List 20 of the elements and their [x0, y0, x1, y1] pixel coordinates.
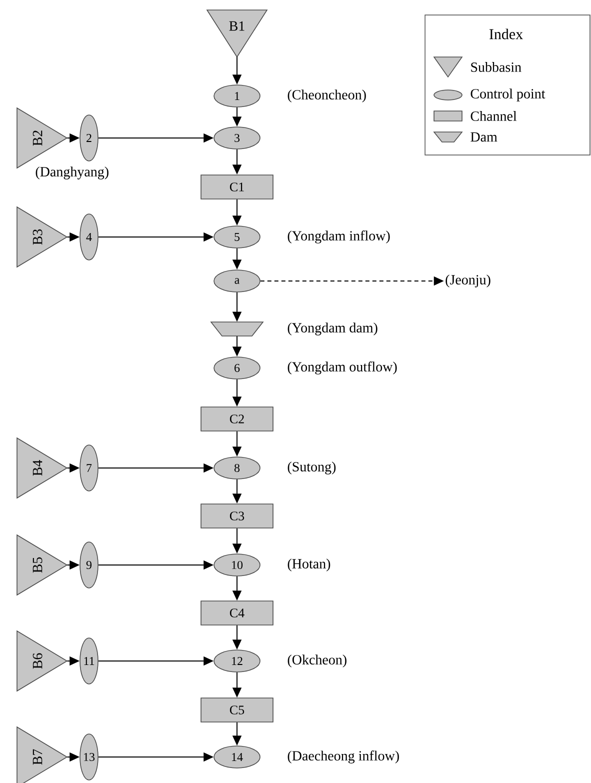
station-label: (Yongdam dam)	[288, 322, 378, 336]
station-label: (Daecheong inflow)	[288, 750, 399, 764]
legend-label: Subbasin	[471, 62, 522, 72]
channel-box: C1	[200, 174, 274, 200]
legend-label: Channel	[470, 111, 517, 121]
station-label: (Hotan)	[288, 558, 330, 572]
legend-label: Control point	[470, 88, 546, 102]
station-label: (Yongdam outflow)	[288, 362, 397, 374]
station-label: (Yongdam inflow)	[288, 230, 390, 244]
channel-box: C3	[200, 504, 274, 528]
station-label: (Danghyang)	[36, 166, 108, 180]
station-label: (Cheoncheon)	[288, 90, 366, 102]
channel-box: C5	[200, 698, 274, 722]
station-label: (Sutong)	[288, 462, 336, 474]
legend-label: Dam	[470, 132, 498, 142]
place-label: (Jeonju)	[446, 274, 490, 288]
legend-title: Index	[489, 28, 523, 40]
channel-box: C2	[200, 406, 274, 432]
channel-box: C4	[200, 600, 274, 626]
station-label: (Okcheon)	[288, 654, 346, 668]
